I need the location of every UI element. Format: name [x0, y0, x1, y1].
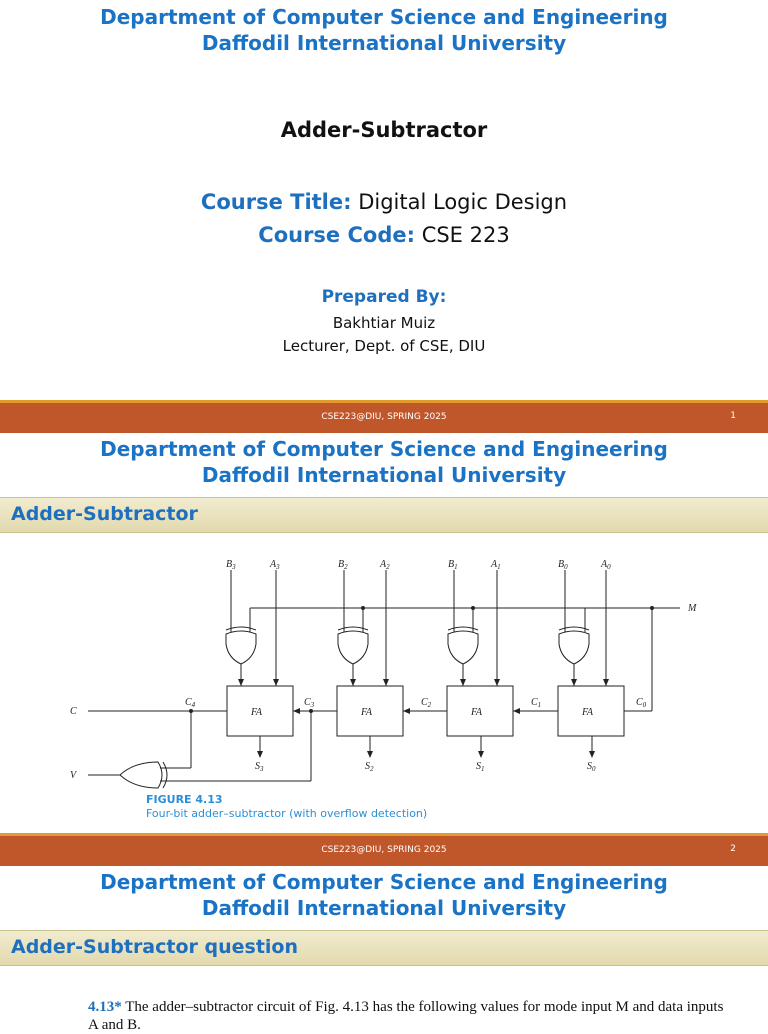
- label-b1: B1: [448, 559, 458, 571]
- section-title-3: Adder-Subtractor question: [11, 936, 299, 958]
- course-title-label: Course Title:: [200, 190, 352, 214]
- dept-header-3: Department of Computer Science and Engin…: [0, 869, 768, 921]
- university-line-1: Daffodil International University: [201, 31, 567, 55]
- course-title-value: Digital Logic Design: [358, 190, 568, 214]
- slide-footer-1: CSE223@DIU, SPRING 2025 1: [0, 400, 768, 433]
- dept-header-2: Department of Computer Science and Engin…: [0, 436, 768, 488]
- author-position: Lecturer, Dept. of CSE, DIU: [282, 337, 486, 355]
- fa-label-2: FA: [360, 707, 373, 718]
- label-b0: B0: [558, 559, 568, 571]
- slide-1: Department of Computer Science and Engin…: [0, 0, 768, 402]
- label-c4: C4: [185, 697, 196, 709]
- slide-footer-2: CSE223@DIU, SPRING 2025 2: [0, 833, 768, 866]
- label-a1: A1: [490, 559, 501, 571]
- label-c: C: [70, 706, 77, 717]
- dept-line-3: Department of Computer Science and Engin…: [100, 870, 668, 894]
- dept-line-2: Department of Computer Science and Engin…: [100, 437, 668, 461]
- label-v: V: [70, 770, 78, 781]
- label-a0: A0: [600, 559, 611, 571]
- label-a2: A2: [379, 559, 390, 571]
- question-number: 4.13*: [88, 999, 122, 1015]
- label-s0: S0: [587, 761, 596, 773]
- fa-label-1: FA: [470, 707, 483, 718]
- course-code-line: Course Code: CSE 223: [0, 223, 768, 247]
- adder-subtractor-diagram: B3 A3 B2 A2 B1 A1 B0 A0 M C V C4 C3 C2 C…: [70, 559, 697, 789]
- section-band-2: Adder-Subtractor: [0, 497, 768, 533]
- footer-text: CSE223@DIU, SPRING 2025: [321, 412, 447, 422]
- label-b3: B3: [226, 559, 236, 571]
- slide-title: Adder-Subtractor: [280, 118, 488, 142]
- label-c2: C2: [421, 697, 432, 709]
- label-a3: A3: [269, 559, 280, 571]
- prepared-by: Prepared By:: [321, 287, 447, 307]
- section-title: Adder-Subtractor: [11, 503, 198, 525]
- dept-header-1: Department of Computer Science and Engin…: [0, 4, 768, 56]
- fa-label-3: FA: [250, 707, 263, 718]
- course-code-value: CSE 223: [421, 223, 510, 247]
- label-c0: C0: [636, 697, 647, 709]
- footer-text-2: CSE223@DIU, SPRING 2025: [321, 845, 447, 855]
- fa-label-0: FA: [581, 707, 594, 718]
- label-s3: S3: [255, 761, 264, 773]
- label-b2: B2: [338, 559, 348, 571]
- university-line-3: Daffodil International University: [201, 896, 567, 920]
- label-m: M: [687, 603, 697, 614]
- label-c3: C3: [304, 697, 315, 709]
- page-number: 1: [730, 411, 736, 421]
- course-code-label: Course Code:: [258, 223, 415, 247]
- label-s2: S2: [365, 761, 374, 773]
- section-band-3: Adder-Subtractor question: [0, 930, 768, 966]
- figure-caption: Four-bit adder–subtractor (with overflow…: [146, 807, 428, 820]
- course-title-line: Course Title: Digital Logic Design: [0, 190, 768, 214]
- question-text: 4.13* The adder–subtractor circuit of Fi…: [88, 998, 728, 1034]
- author-name: Bakhtiar Muiz: [332, 314, 436, 332]
- label-s1: S1: [476, 761, 485, 773]
- question-body: The adder–subtractor circuit of Fig. 4.1…: [88, 999, 724, 1033]
- label-c1: C1: [531, 697, 541, 709]
- page-number-2: 2: [730, 844, 736, 854]
- figure-number: FIGURE 4.13: [146, 793, 223, 806]
- dept-line-1: Department of Computer Science and Engin…: [100, 5, 668, 29]
- university-line-2: Daffodil International University: [201, 463, 567, 487]
